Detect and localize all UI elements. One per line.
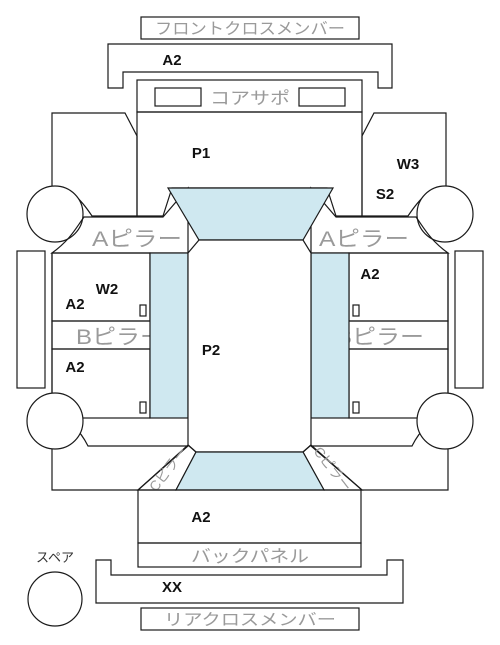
front-bumper-frame[interactable] bbox=[107, 43, 393, 89]
front-left-door-code-w2: W2 bbox=[96, 281, 119, 298]
spare-label: スペア bbox=[36, 550, 74, 565]
spare-tire[interactable] bbox=[27, 571, 83, 627]
front-right-fender-code: W3 bbox=[397, 156, 420, 173]
core-support-label: コアサポ bbox=[210, 89, 290, 108]
rear-cross-member-box[interactable] bbox=[140, 607, 360, 631]
rear-bumper-code: XX bbox=[162, 579, 182, 596]
left-a-pillar-label: Aピラー bbox=[92, 228, 182, 251]
right-a-pillar-label: Aピラー bbox=[319, 228, 409, 251]
front-cross-member-label: フロントクロスメンバー bbox=[155, 20, 345, 38]
front-left-door-code-a2: A2 bbox=[65, 296, 84, 313]
rear-bumper-frame[interactable] bbox=[95, 559, 404, 604]
back-panel-box[interactable] bbox=[137, 542, 362, 568]
trunk-lid[interactable] bbox=[137, 489, 362, 544]
rear-left-door-handle bbox=[139, 401, 147, 414]
left-side-skirt[interactable] bbox=[16, 250, 46, 389]
trunk-code: A2 bbox=[191, 509, 210, 526]
front-left-wheel[interactable] bbox=[26, 185, 84, 243]
rear-cross-member-label: リアクロスメンバー bbox=[164, 611, 336, 629]
right-side-glass[interactable] bbox=[310, 252, 350, 419]
left-side-glass[interactable] bbox=[149, 252, 189, 419]
back-panel-label: バックパネル bbox=[191, 547, 309, 566]
left-b-pillar-label: Bピラー bbox=[76, 326, 164, 349]
front-right-door-handle bbox=[352, 304, 360, 317]
front-right-wheel[interactable] bbox=[416, 185, 474, 243]
rear-window-glass[interactable] bbox=[175, 451, 326, 491]
front-left-door-handle bbox=[139, 304, 147, 317]
rear-right-wheel[interactable] bbox=[416, 392, 474, 450]
front-right-door[interactable] bbox=[348, 252, 449, 322]
front-cross-member-box[interactable] bbox=[140, 16, 360, 40]
right-b-pillar-label: Bピラー bbox=[336, 326, 424, 349]
core-support-left-slot bbox=[154, 87, 202, 107]
windshield-glass[interactable] bbox=[166, 187, 335, 241]
front-right-door-code: A2 bbox=[360, 266, 379, 283]
core-support-right-slot bbox=[298, 87, 346, 107]
front-right-inner-code: S2 bbox=[376, 186, 394, 203]
rear-right-door-handle bbox=[352, 401, 360, 414]
hood-code: P1 bbox=[192, 145, 210, 162]
front-bumper-code: A2 bbox=[162, 52, 181, 69]
right-side-skirt[interactable] bbox=[454, 250, 484, 389]
rear-left-wheel[interactable] bbox=[26, 392, 84, 450]
rear-left-door-code: A2 bbox=[65, 359, 84, 376]
roof-code: P2 bbox=[202, 342, 220, 359]
